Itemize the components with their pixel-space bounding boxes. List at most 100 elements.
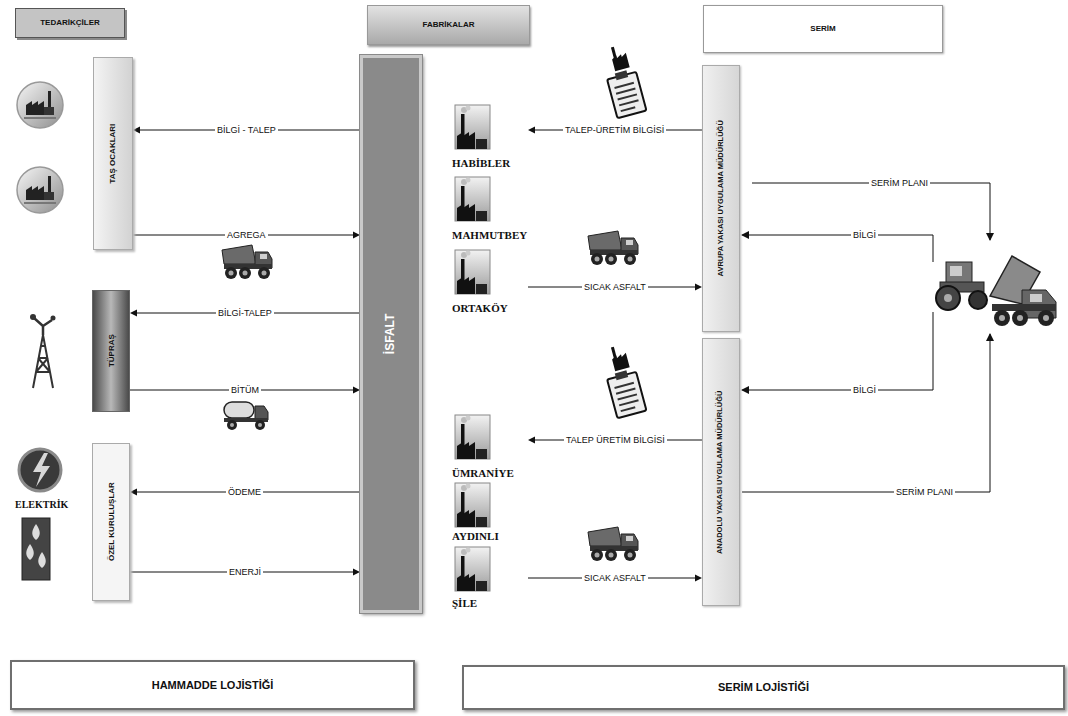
edge-label: BİLGİ-TALEP <box>216 308 274 319</box>
flame <box>38 552 46 568</box>
clipboard-icon <box>599 343 646 418</box>
vertical-band: ÖZEL KURULUŞLAR <box>92 443 130 601</box>
wheel <box>1012 310 1028 326</box>
wheel <box>255 420 265 430</box>
truck-window <box>1030 294 1042 302</box>
factory-icon <box>455 105 490 149</box>
node-text: ŞİLE <box>450 597 477 611</box>
node-text: SERİM <box>810 24 835 33</box>
node-text: HABİBLER <box>450 157 510 171</box>
arrowhead <box>528 437 535 444</box>
node-text: İSFALT <box>384 314 398 354</box>
line-label: BİLGİ <box>851 385 878 396</box>
vertical-band: TÜPRAŞ <box>92 290 130 412</box>
node-text: TEDARİKÇİLER <box>40 18 100 27</box>
dump-truck-icon <box>588 527 638 561</box>
tanker-cab <box>255 406 268 420</box>
node-text: MAHMUTBEY <box>450 229 527 243</box>
derrick-frame <box>33 335 53 388</box>
factory-icon <box>455 177 490 221</box>
edge-label: ENERJİ <box>227 567 263 578</box>
vertical-band: AVRUPA YAKASI UYGULAMA MÜDÜRLÜĞÜ <box>702 65 740 332</box>
plan-line <box>752 183 990 240</box>
asphalt-truck-icon <box>990 256 1056 326</box>
roller-window <box>950 266 962 276</box>
edge-label: SICAK ASFALT <box>582 282 648 293</box>
flame <box>26 544 34 560</box>
heading-box: TEDARİKÇİLER <box>15 8 125 38</box>
edge-label: SICAK ASFALT <box>582 573 648 584</box>
icon-panel <box>22 518 50 580</box>
factory-node: ÜMRANİYE <box>450 413 528 481</box>
arrowhead <box>695 575 702 582</box>
wheel <box>994 310 1010 326</box>
node-text: FABRİKALAR <box>423 20 475 29</box>
wheel <box>1038 310 1054 326</box>
line-label: SERİM PLANI <box>869 178 930 189</box>
wheel <box>227 420 237 430</box>
truck-chassis <box>992 304 1056 311</box>
vertical-band: ANADOLU YAKASI UYGULAMA MÜDÜRLÜĞÜ <box>702 338 740 606</box>
heading-box: HAMMADDE LOJİSTİĞİ <box>10 660 415 710</box>
arrowhead <box>528 127 535 134</box>
node-text: AYDINLI <box>450 530 499 544</box>
icon-circle <box>17 82 63 128</box>
node-text: AVRUPA YAKASI UYGULAMA MÜDÜRLÜĞÜ <box>717 120 726 276</box>
vertical-band: İSFALT <box>360 55 422 613</box>
arrowhead <box>353 387 360 394</box>
factory-shape <box>26 101 44 115</box>
arrowhead <box>353 569 360 576</box>
lightning <box>33 453 50 487</box>
info-line <box>742 235 933 262</box>
plan-line <box>742 334 990 492</box>
info-line <box>742 312 933 390</box>
hub <box>230 423 234 427</box>
heading-box: SERİM LOJİSTİĞİ <box>462 665 1065 710</box>
node-text: TÜPRAŞ <box>106 335 115 368</box>
edge-label: TALEP-ÜRETİM BİLGİSİ <box>563 125 666 136</box>
factory-icon <box>455 250 490 294</box>
icon-circle <box>19 449 61 491</box>
tanker-icon <box>224 402 268 430</box>
vertical-band: TAŞ OCAKLARI <box>93 57 133 250</box>
factory-node: ŞİLE <box>450 545 528 611</box>
factory-shape <box>44 107 54 115</box>
factory-icon <box>455 547 490 591</box>
icon-caption: ELEKTRİK <box>15 499 68 510</box>
roller-cab <box>946 262 972 284</box>
factory-shape <box>26 186 44 200</box>
oil-derrick-icon <box>30 314 56 388</box>
factory-icon <box>455 415 490 459</box>
clipboard-icon <box>599 43 646 118</box>
node-text: ÖZEL KURULUŞLAR <box>106 483 115 562</box>
factory-node: MAHMUTBEY <box>450 175 532 243</box>
node-text: ORTAKÖY <box>450 302 508 316</box>
icon-circle <box>17 167 63 213</box>
line-label: BİLGİ <box>851 230 878 241</box>
heading-box: FABRİKALAR <box>367 5 530 45</box>
hub <box>258 423 262 427</box>
line-label: SERİM PLANI <box>894 487 955 498</box>
arrowhead <box>695 284 702 291</box>
electricity-icon <box>19 449 61 491</box>
hub <box>999 315 1005 321</box>
roller-drum <box>936 286 960 310</box>
oil-drop <box>30 314 36 320</box>
factory-shape <box>44 192 54 200</box>
road-roller-icon <box>936 262 987 310</box>
factory-node: HABİBLER <box>450 103 528 171</box>
ground-line <box>24 202 56 204</box>
quarry-icon <box>17 167 63 213</box>
hub <box>1017 315 1023 321</box>
oil-drop <box>51 316 56 321</box>
quarry-icon <box>17 82 63 128</box>
node-text: SERİM LOJİSTİĞİ <box>718 681 809 694</box>
arrowhead <box>130 310 137 317</box>
arrowhead <box>353 232 360 239</box>
hub <box>1043 315 1049 321</box>
gas-icon <box>22 518 50 580</box>
edge-label: AGREGA <box>225 230 268 241</box>
node-text: HAMMADDE LOJİSTİĞİ <box>152 679 274 692</box>
